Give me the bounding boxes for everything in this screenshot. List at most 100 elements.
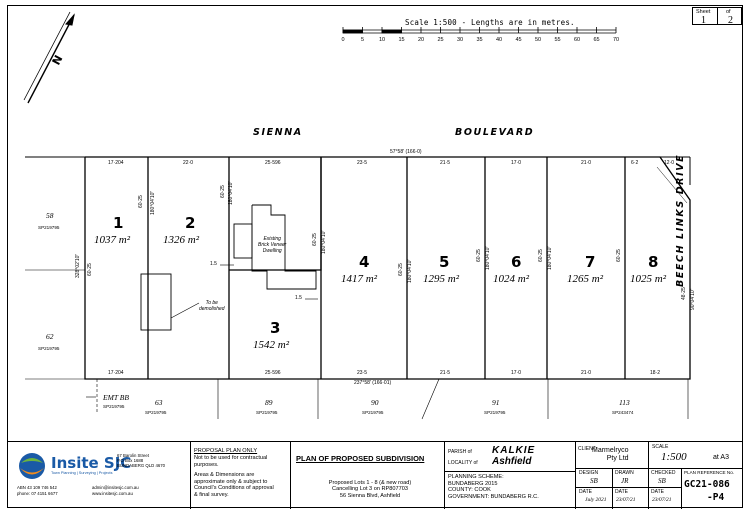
lot7-front-dim: 21·0 bbox=[581, 160, 592, 166]
adjoining-plan-63: SP219795 bbox=[145, 410, 167, 415]
adjoining-lot-lines bbox=[25, 269, 689, 420]
scale-label: SCALE bbox=[652, 444, 669, 450]
road-frontage-dim: 57°58' (166·0) bbox=[390, 149, 422, 155]
lot5-front-dim: 21·5 bbox=[440, 160, 451, 166]
date-label: DATE bbox=[579, 489, 592, 495]
existing-dwelling-note: Existing Brick Veneer Dwelling bbox=[258, 236, 287, 254]
checked-value: SB bbox=[658, 477, 666, 485]
lot3-number: 3 bbox=[270, 319, 281, 337]
truncation-dim: 12·0 bbox=[664, 160, 675, 166]
scale-tick-label: 40 bbox=[496, 37, 502, 43]
lot6-side-bearing: 180°04'10" bbox=[485, 245, 491, 270]
company-email[interactable]: admin@insitesjc.com.au bbox=[92, 485, 139, 490]
lot8-side-dim: 48·25 bbox=[681, 287, 687, 300]
company-web[interactable]: www.insitesjc.com.au bbox=[92, 491, 133, 496]
locality-label: LOCALITY of bbox=[448, 460, 478, 466]
shed-to-demolish bbox=[140, 273, 172, 331]
scale-tick-label: 10 bbox=[379, 37, 385, 43]
setback-b: 1.5 bbox=[295, 295, 302, 301]
adjoining-plan-58: SP219795 bbox=[38, 225, 60, 230]
adjoining-plan-90: SP219795 bbox=[362, 410, 384, 415]
north-arrow bbox=[23, 11, 75, 104]
checked-label: CHECKED bbox=[651, 470, 676, 476]
scale-tick-label: 55 bbox=[554, 37, 560, 43]
scale-size: at A3 bbox=[713, 454, 729, 461]
scale-tick-label: 70 bbox=[613, 37, 619, 43]
lot8-number: 8 bbox=[648, 253, 659, 271]
lot4-side-dim: 60·25 bbox=[312, 233, 318, 246]
adjoining-lot-62: 62 bbox=[46, 332, 54, 341]
adjoining-lot-90: 90 bbox=[371, 398, 379, 407]
adjoining-plan-113: SP243474 bbox=[612, 410, 634, 415]
adjoining-lot-89: 89 bbox=[265, 398, 273, 407]
lot1-rear-dim: 17·204 bbox=[108, 370, 124, 376]
scale-tick-label: 5 bbox=[361, 37, 364, 43]
scale-tick-label: 35 bbox=[476, 37, 482, 43]
lot7-side-bearing: 180°04'10" bbox=[547, 245, 553, 270]
lot7-side-dim: 60·25 bbox=[538, 249, 544, 262]
planning-scheme: PLANNING SCHEME: BUNDABERG 2015 COUNTY: … bbox=[448, 474, 539, 500]
lot7-rear-dim: 21·0 bbox=[581, 370, 592, 376]
drawn-date-label: DATE bbox=[615, 489, 628, 495]
design-date: July 2021 bbox=[585, 497, 607, 503]
lot2-number: 2 bbox=[185, 214, 196, 232]
client-label: CLIENT: bbox=[578, 446, 597, 452]
lot4-side-bearing: 180°04'10" bbox=[321, 229, 327, 254]
lot5-side-bearing: 180°04'10" bbox=[407, 258, 413, 283]
lot1-front-dim: 17·204 bbox=[108, 160, 124, 166]
design-label: DESIGN bbox=[579, 470, 599, 476]
plan-ref-revision: -P4 bbox=[707, 492, 725, 503]
plan-ref-label: PLAN REFERENCE No. bbox=[684, 470, 735, 475]
existing-dwelling bbox=[233, 204, 317, 290]
scale-tick-label: 50 bbox=[535, 37, 541, 43]
sheet-number-box: Sheet of 1 2 bbox=[692, 7, 742, 26]
lot8-front-dim: 6·2 bbox=[631, 160, 639, 166]
checked-date-label: DATE bbox=[651, 489, 664, 495]
rear-bearing-dim: 237°58' (166·01) bbox=[354, 380, 392, 386]
scale-tick-label: 45 bbox=[515, 37, 521, 43]
scale-tick-label: 65 bbox=[593, 37, 599, 43]
north-label: N bbox=[50, 53, 66, 67]
insite-logo-icon bbox=[19, 453, 45, 479]
lot1-number: 1 bbox=[113, 214, 124, 232]
lot8-area: 1025 m² bbox=[630, 273, 666, 285]
scale-segment bbox=[342, 29, 363, 34]
plan-ref-value: GC21-086 bbox=[684, 479, 730, 490]
divider bbox=[190, 442, 191, 509]
scale-tick-label: 30 bbox=[457, 37, 463, 43]
adjoining-lot-113: 113 bbox=[619, 398, 630, 407]
scale-tick-label: 15 bbox=[398, 37, 404, 43]
scale-tick-label: 0 bbox=[341, 37, 344, 43]
lot2-area: 1326 m² bbox=[163, 234, 199, 246]
scale-value: 1:500 bbox=[661, 451, 687, 463]
parish-value: KALKIE bbox=[492, 445, 536, 456]
lot6-side-dim: 60·25 bbox=[476, 249, 482, 262]
scale-tick-label: 60 bbox=[574, 37, 580, 43]
adjoining-plan-89: SP219795 bbox=[256, 410, 278, 415]
sheet-total: 2 bbox=[728, 15, 733, 26]
scale-title: Scale 1:500 - Lengths are in metres. bbox=[405, 18, 575, 27]
road-name-sienna: SIENNA bbox=[253, 127, 303, 138]
checked-date: 23/07/21 bbox=[652, 497, 672, 503]
lot1-side-bearing: 180°04'10" bbox=[150, 190, 156, 215]
proposal-heading: PROPOSAL PLAN ONLY bbox=[194, 448, 258, 454]
emt-label: EMT BB bbox=[103, 393, 129, 402]
lot3-side-dim: 60·25 bbox=[220, 185, 226, 198]
lot5-number: 5 bbox=[439, 253, 450, 271]
lot6-number: 6 bbox=[511, 253, 522, 271]
demolish-note: To be demolished bbox=[199, 300, 225, 312]
lot3-side-bearing: 180°04'10" bbox=[228, 180, 234, 205]
lot4-number: 4 bbox=[359, 253, 370, 271]
lot8-rear-dim: 18·2 bbox=[650, 370, 661, 376]
design-value: SB bbox=[590, 477, 598, 485]
lot7-area: 1265 m² bbox=[567, 273, 603, 285]
lot6-rear-dim: 17·0 bbox=[511, 370, 522, 376]
sheet-label: Sheet bbox=[696, 9, 711, 15]
sheet-number: 1 bbox=[701, 15, 706, 26]
lot4-area: 1417 m² bbox=[341, 273, 377, 285]
parish-label: PARISH of bbox=[448, 449, 472, 455]
company-phone: phone: 07 4151 6677 bbox=[17, 491, 58, 496]
scale-segment bbox=[381, 29, 402, 34]
setback-a: 1.5 bbox=[210, 261, 217, 267]
